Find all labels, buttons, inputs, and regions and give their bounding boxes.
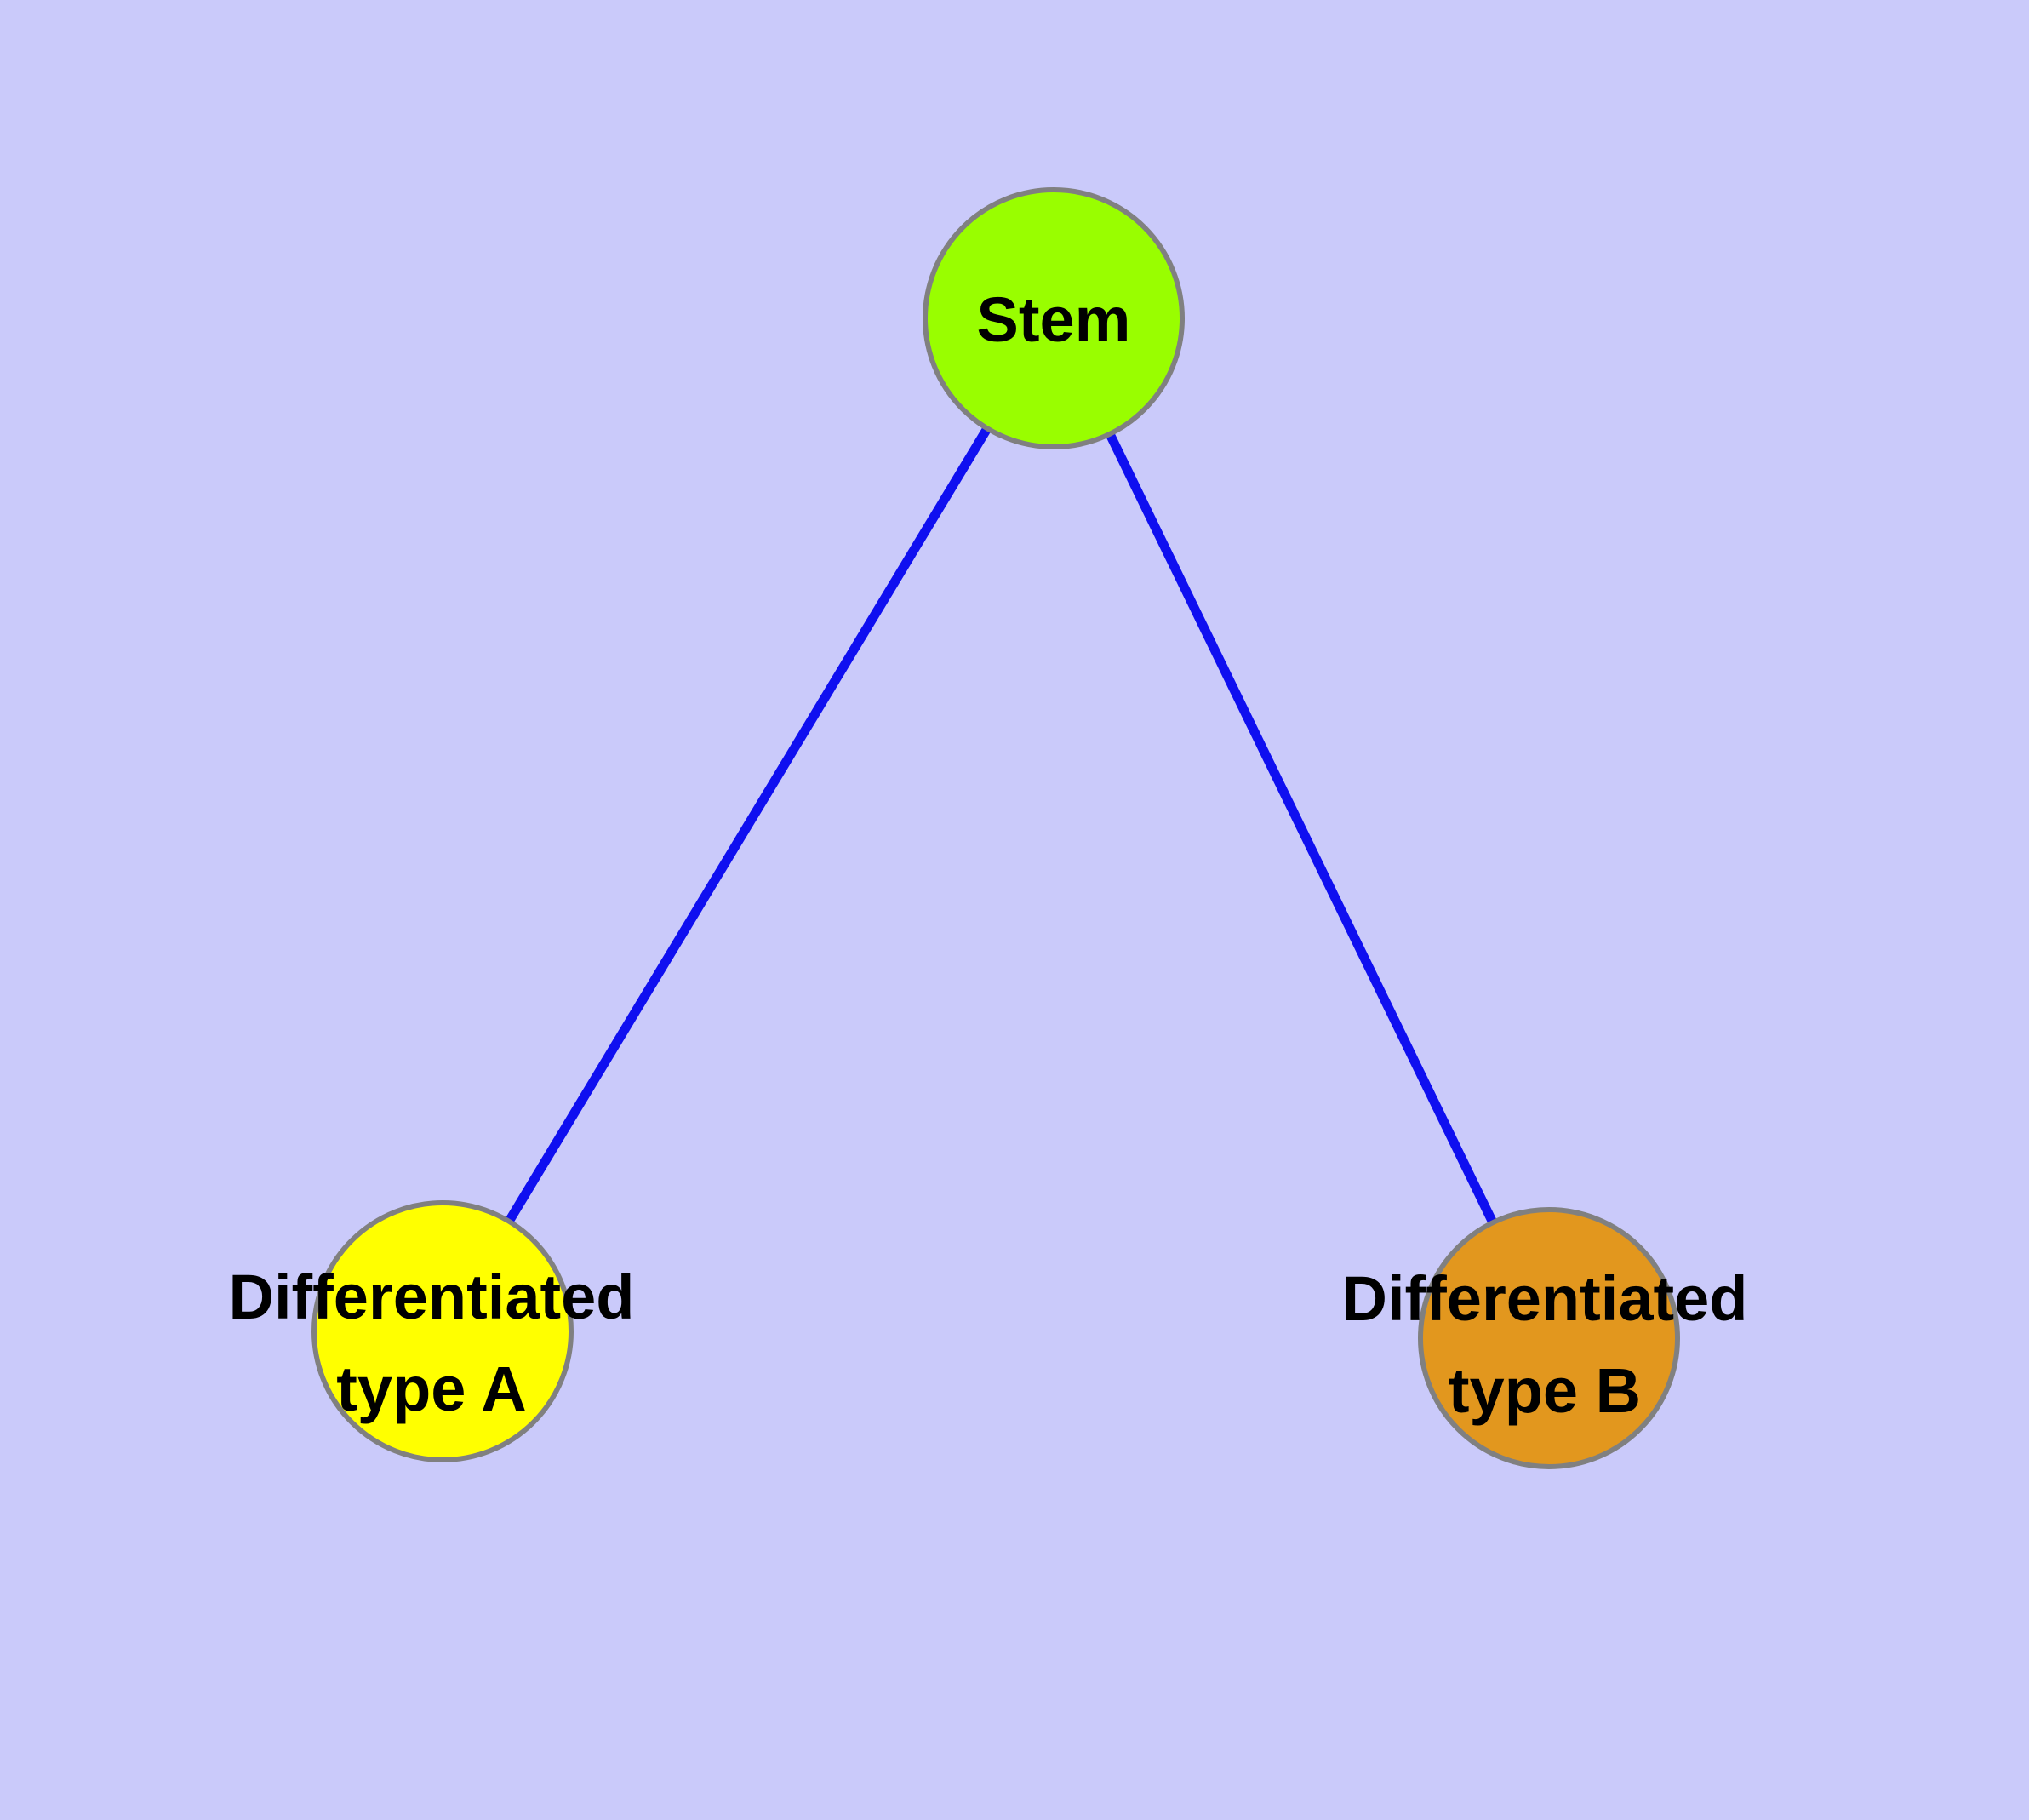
node-type-a	[311, 1200, 574, 1462]
node-stem-label: Stem	[976, 284, 1131, 355]
node-type-b-label: Differentiated type B	[1341, 1263, 1748, 1426]
node-type-b	[1418, 1207, 1680, 1469]
node-stem	[923, 187, 1185, 449]
edge-stem-to-type-a	[438, 316, 1058, 1334]
edge-stem-to-type-b	[1049, 316, 1553, 1341]
node-type-a-label: Differentiated type A	[228, 1262, 635, 1424]
